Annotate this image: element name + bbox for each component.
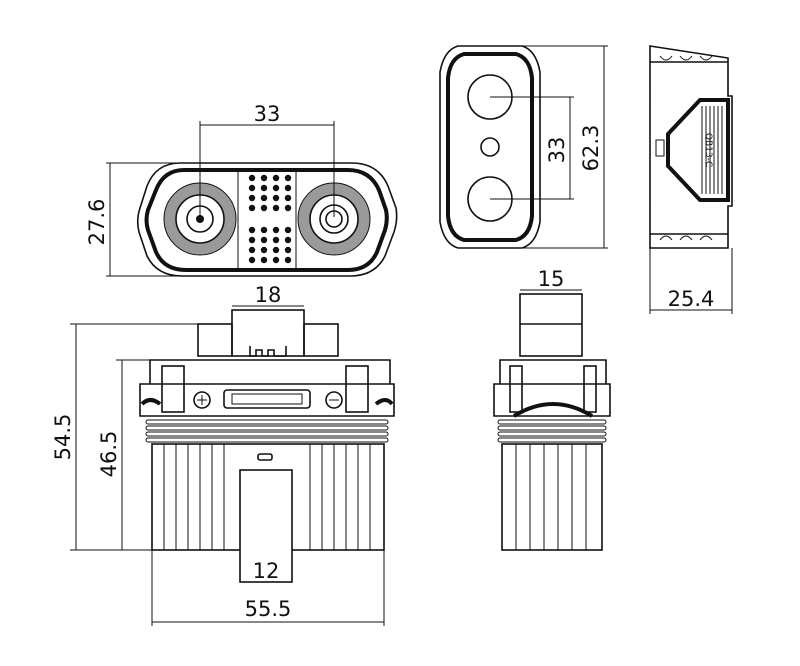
signal-pin (284, 194, 292, 202)
end-view-inner-rim (446, 52, 534, 242)
side-view-bottom-notches (659, 235, 713, 241)
front-left-screw (193, 391, 211, 409)
seal-ring (497, 431, 607, 437)
signal-pin (248, 256, 256, 264)
dim-front-total-width: 55.5 (245, 597, 292, 621)
seal-ring (145, 437, 389, 443)
front-tab (231, 309, 305, 357)
seal-ring (145, 431, 389, 437)
signal-pin (284, 174, 292, 182)
signal-pin (260, 204, 268, 212)
side-elev-shoulder (493, 359, 611, 417)
top-view: 33 27.6 (85, 102, 398, 277)
end-view: 33 62.3 (439, 45, 608, 249)
signal-pin (248, 204, 256, 212)
signal-pin (272, 184, 280, 192)
front-slot-key (257, 453, 273, 461)
side-elev-body-ribs (515, 444, 587, 550)
signal-pin (248, 174, 256, 182)
top-view-outline (136, 162, 398, 277)
seal-ring (145, 425, 389, 431)
front-latch-tab (249, 346, 287, 357)
signal-pin (272, 174, 280, 182)
dim-front-body-height: 46.5 (97, 431, 121, 478)
signal-pin (260, 236, 268, 244)
dim-top-pin-spacing: 33 (254, 102, 281, 126)
front-right-hook (374, 398, 394, 406)
side-elev-tab (519, 293, 583, 357)
signal-pin (248, 184, 256, 192)
side-view-latch (666, 98, 730, 202)
side-view-latch-ribs (701, 106, 723, 194)
front-label-inner (231, 393, 303, 405)
signal-pin (284, 256, 292, 264)
dim-front-tab-width: 18 (255, 283, 282, 307)
side-elev-body (501, 443, 603, 551)
dim-end-length: 62.3 (579, 125, 603, 172)
front-right-pillar (345, 365, 369, 413)
side-elev-left-pillar (509, 365, 523, 413)
signal-pin (260, 194, 268, 202)
signal-pin (248, 194, 256, 202)
dim-front-total-height: 54.5 (51, 414, 75, 461)
side-view: QB13-C 25.4 (649, 45, 733, 314)
front-left-pillar (161, 365, 185, 413)
signal-pin (260, 246, 268, 254)
front-left-screw-slot (197, 395, 207, 405)
side-elevation: 15 (493, 267, 611, 551)
front-shoulder (139, 359, 395, 417)
signal-pin (272, 226, 280, 234)
signal-pin (272, 204, 280, 212)
signal-pin (248, 236, 256, 244)
side-elev-seal-rings (497, 419, 607, 443)
signal-pin (260, 226, 268, 234)
signal-pin (260, 184, 268, 192)
top-view-inner-rim (144, 168, 389, 272)
front-view: 18 54.5 46.5 12 55.5 (51, 283, 395, 626)
signal-pin (272, 194, 280, 202)
seal-ring (497, 419, 607, 425)
signal-pin (284, 204, 292, 212)
end-view-center-hole (480, 137, 500, 157)
signal-pin (248, 226, 256, 234)
signal-pin (284, 184, 292, 192)
side-view-outline (649, 45, 733, 249)
seal-ring (497, 437, 607, 443)
top-view-signal-pins (248, 174, 292, 264)
signal-pin (284, 246, 292, 254)
dim-side-tab-width: 15 (538, 267, 565, 291)
dim-end-pin-spacing: 33 (545, 137, 569, 164)
side-view-clip (655, 139, 665, 157)
front-body-ribs (163, 444, 371, 550)
front-label-plate (223, 389, 311, 409)
front-seal-rings (145, 419, 389, 443)
top-view-left-pin-center (196, 215, 204, 223)
side-view-top-notches (659, 55, 713, 61)
seal-ring (497, 425, 607, 431)
signal-pin (272, 236, 280, 244)
seal-ring (145, 419, 389, 425)
dim-side-depth: 25.4 (668, 287, 715, 311)
signal-pin (284, 236, 292, 244)
front-right-boss (303, 323, 339, 357)
signal-pin (284, 226, 292, 234)
signal-pin (272, 256, 280, 264)
dim-top-height: 27.6 (85, 199, 109, 246)
front-left-hook (140, 398, 162, 406)
signal-pin (260, 256, 268, 264)
side-elev-right-pillar (583, 365, 597, 413)
signal-pin (248, 246, 256, 254)
dim-front-slot-width: 12 (253, 559, 280, 583)
front-center-slot (239, 469, 293, 583)
side-marking-label: QB13-C (703, 133, 713, 167)
signal-pin (260, 174, 268, 182)
front-right-screw (325, 391, 343, 409)
signal-pin (272, 246, 280, 254)
front-left-boss (197, 323, 233, 357)
side-elev-latch-arc (512, 402, 594, 418)
